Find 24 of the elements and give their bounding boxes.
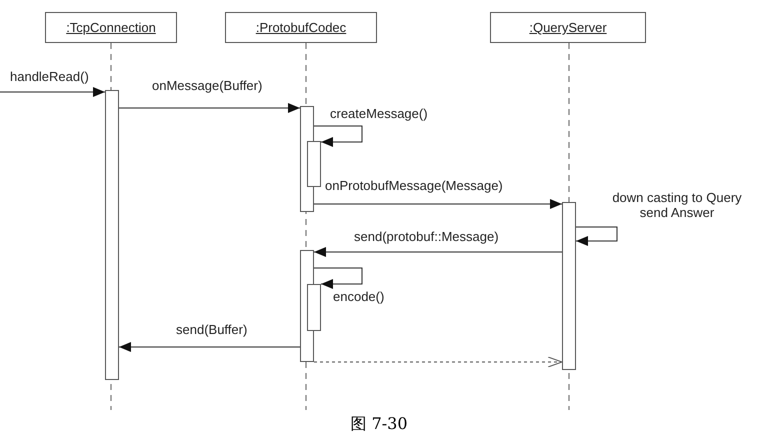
- activation-bar: [562, 202, 576, 370]
- object-box: :ProtobufCodec: [225, 12, 377, 43]
- message-arrow: [118, 342, 300, 352]
- message-label: onMessage(Buffer): [152, 78, 262, 93]
- object-box: :TcpConnection: [45, 12, 177, 43]
- message-label: send(Buffer): [176, 322, 248, 337]
- message-label: send(protobuf::Message): [354, 229, 499, 244]
- message-label: handleRead(): [10, 69, 89, 84]
- message-label: onProtobufMessage(Message): [325, 178, 503, 193]
- figure-caption: 图 7-30: [350, 414, 408, 433]
- message-label: encode(): [333, 289, 384, 304]
- message-arrow: [314, 247, 562, 257]
- activation-bar: [105, 90, 119, 380]
- activation-bar: [307, 141, 321, 187]
- object-box: :QueryServer: [490, 12, 646, 43]
- message-arrow: [576, 226, 618, 246]
- return-arrow: [314, 356, 562, 368]
- activation-bar: [307, 284, 321, 331]
- message-arrow: [0, 87, 106, 97]
- message-label: createMessage(): [330, 106, 428, 121]
- message-arrow: [118, 103, 300, 113]
- message-arrow: [314, 126, 362, 147]
- message-arrow: [314, 268, 362, 289]
- message-arrow: [314, 199, 562, 209]
